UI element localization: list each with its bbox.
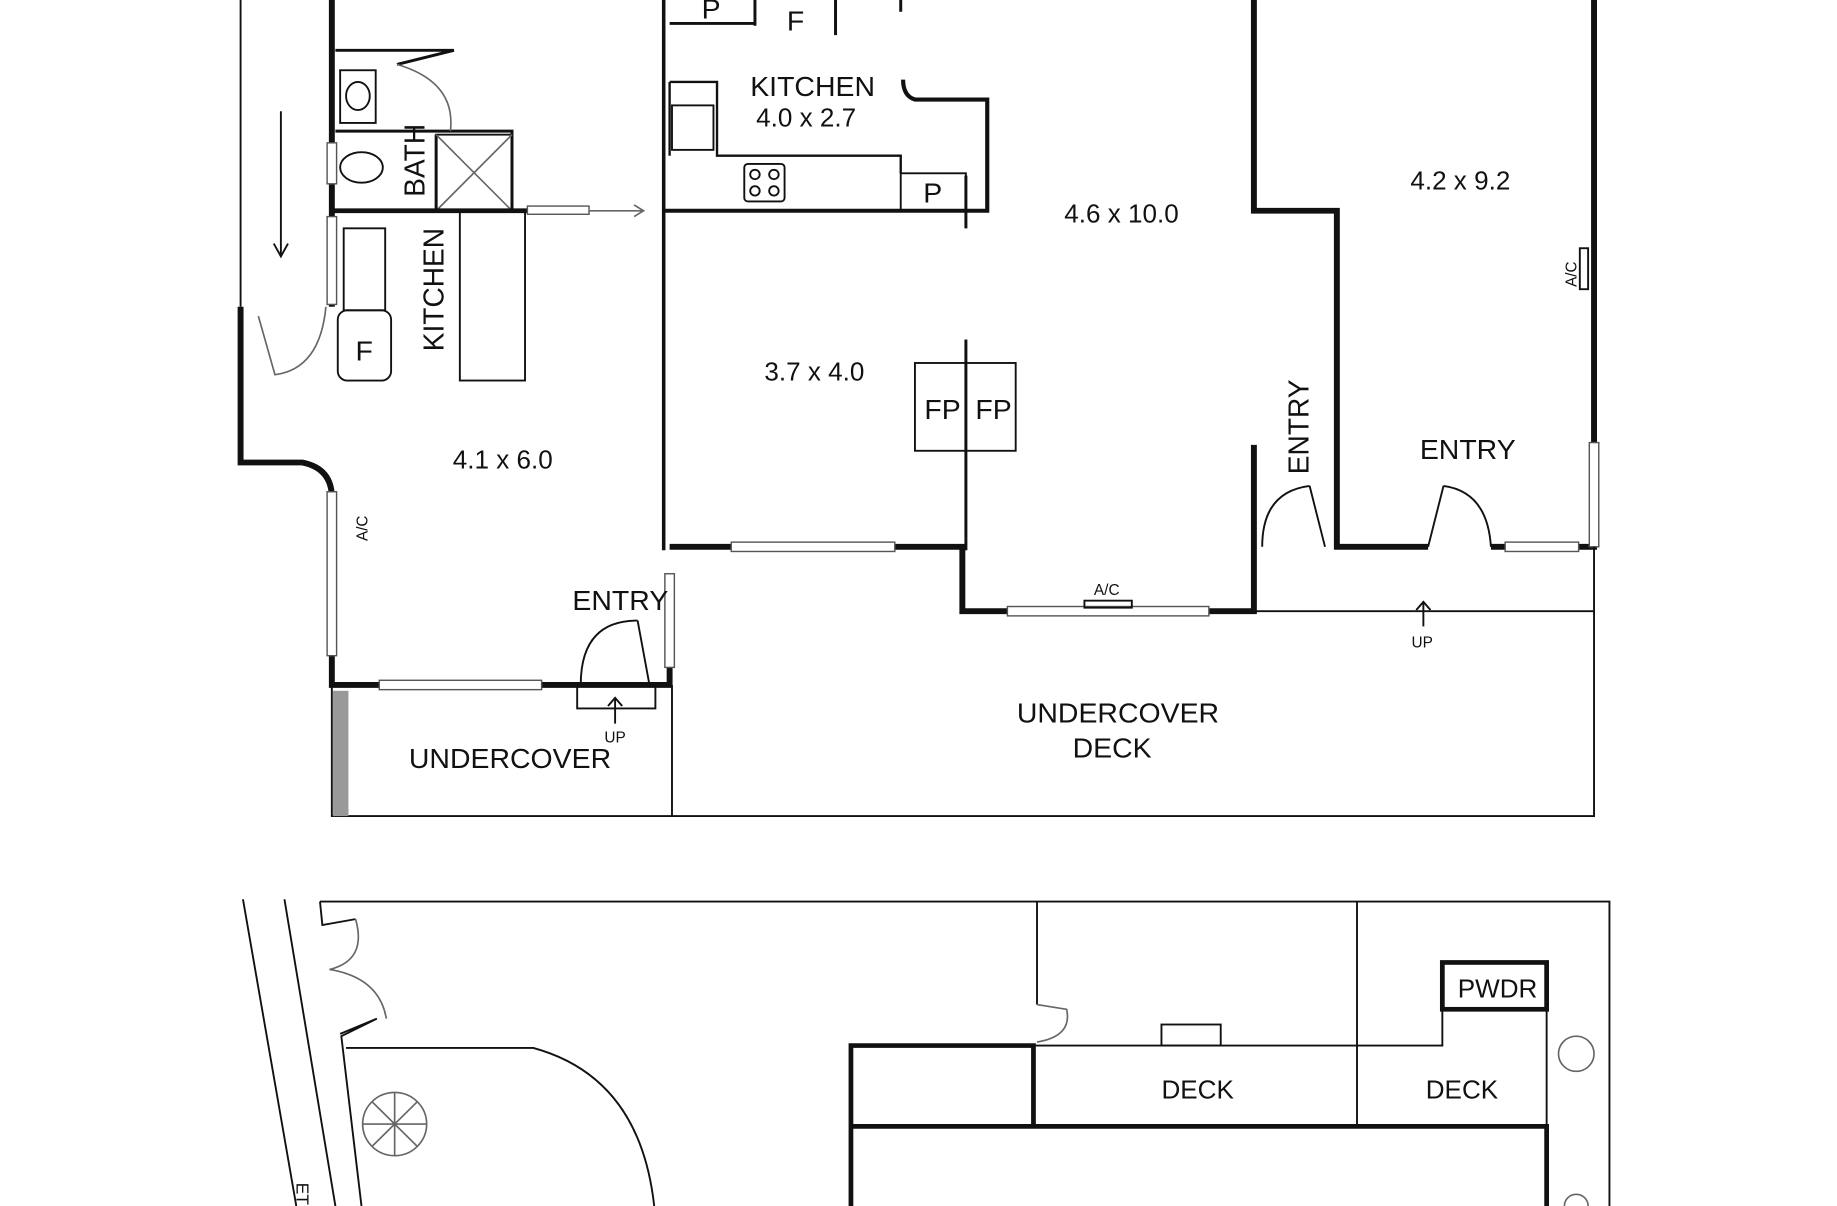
arrow-right-icon <box>589 204 646 218</box>
room-label-bath: BATH <box>398 124 430 197</box>
window <box>378 679 543 691</box>
site-plan: ET PWDR DECK DECK <box>242 899 1611 1206</box>
up-label: UP <box>604 729 625 746</box>
cooktop-icon <box>743 162 786 203</box>
window <box>1504 541 1580 553</box>
area-label-undercover-deck: DECK <box>1073 732 1152 764</box>
kitchen-island <box>458 209 526 382</box>
sink-icon <box>671 104 715 151</box>
up-arrow-icon <box>607 696 623 724</box>
driveway-arrow-icon <box>272 111 289 259</box>
toilet-icon <box>339 151 384 184</box>
powder-room <box>1439 960 1550 1012</box>
room-dimension: 3.7 x 4.0 <box>764 359 864 387</box>
street-edge <box>242 899 298 1206</box>
entry-label: ENTRY <box>1420 433 1516 465</box>
street-name: ET <box>292 1183 312 1206</box>
room-dimension: 4.2 x 9.2 <box>1410 168 1510 196</box>
room-dimension: 4.6 x 10.0 <box>1064 201 1178 229</box>
window <box>1588 441 1600 548</box>
room-label-powder: PWDR <box>1458 976 1538 1004</box>
upper-floor-plan: BATH F KITCHEN P P F KITCHEN 4.0 x 2.7 F… <box>237 0 1600 818</box>
gate-walls <box>319 901 378 1206</box>
ac-label: A/C <box>1094 582 1120 599</box>
ac-label: A/C <box>354 516 371 541</box>
window <box>326 215 338 306</box>
up-arrow-icon <box>1415 600 1432 627</box>
room-label-kitchen: KITCHEN <box>750 70 875 102</box>
fridge-label: F <box>356 335 373 367</box>
room-label-kitchen-side: KITCHEN <box>417 228 449 351</box>
kitchen-wall <box>663 79 990 213</box>
area-label-undercover: UNDERCOVER <box>409 742 611 774</box>
window <box>730 541 896 553</box>
boundary <box>319 900 1611 1206</box>
area-label-deck: DECK <box>1161 1076 1233 1104</box>
fireplace-label: FP <box>975 393 1011 425</box>
exterior-wall-middle <box>669 444 1257 615</box>
entry-label: ENTRY <box>572 584 668 616</box>
window <box>1006 605 1210 617</box>
window <box>664 573 676 669</box>
driveway-curve <box>346 1046 656 1206</box>
door-swing <box>1261 484 1326 548</box>
up-label: UP <box>1412 635 1433 652</box>
gate-swing <box>329 918 388 1019</box>
hatched-wall <box>333 690 349 817</box>
entry-label: ENTRY <box>1282 379 1314 474</box>
room-dimension: 4.0 x 2.7 <box>756 105 856 133</box>
tree-icon <box>361 1091 428 1157</box>
door-swing <box>1036 1003 1069 1043</box>
ac-label: A/C <box>1563 262 1580 287</box>
room-dimension: 4.1 x 6.0 <box>453 446 553 474</box>
door-swing <box>396 63 452 132</box>
door-swing <box>257 306 327 376</box>
window <box>326 491 338 657</box>
basin-icon <box>339 69 377 124</box>
step <box>1160 1023 1222 1047</box>
house-outline <box>848 1043 1550 1206</box>
fridge-box <box>336 309 393 382</box>
fireplace <box>913 362 1017 452</box>
shrub-icon <box>1563 1193 1589 1206</box>
fireplace-label: FP <box>924 393 960 425</box>
sliding-door <box>526 205 590 215</box>
fridge-label: F <box>787 5 804 37</box>
pantry-label: P <box>923 177 942 209</box>
area-label-undercover-deck: UNDERCOVER <box>1017 697 1219 729</box>
door-swing <box>579 619 651 686</box>
window <box>326 142 338 185</box>
shrub-icon <box>1557 1035 1595 1073</box>
sink-icon <box>342 227 387 312</box>
area-label-deck: DECK <box>1426 1076 1498 1104</box>
pantry-label: P <box>702 0 721 25</box>
street-edge <box>283 899 337 1206</box>
door-swing <box>1427 484 1492 548</box>
